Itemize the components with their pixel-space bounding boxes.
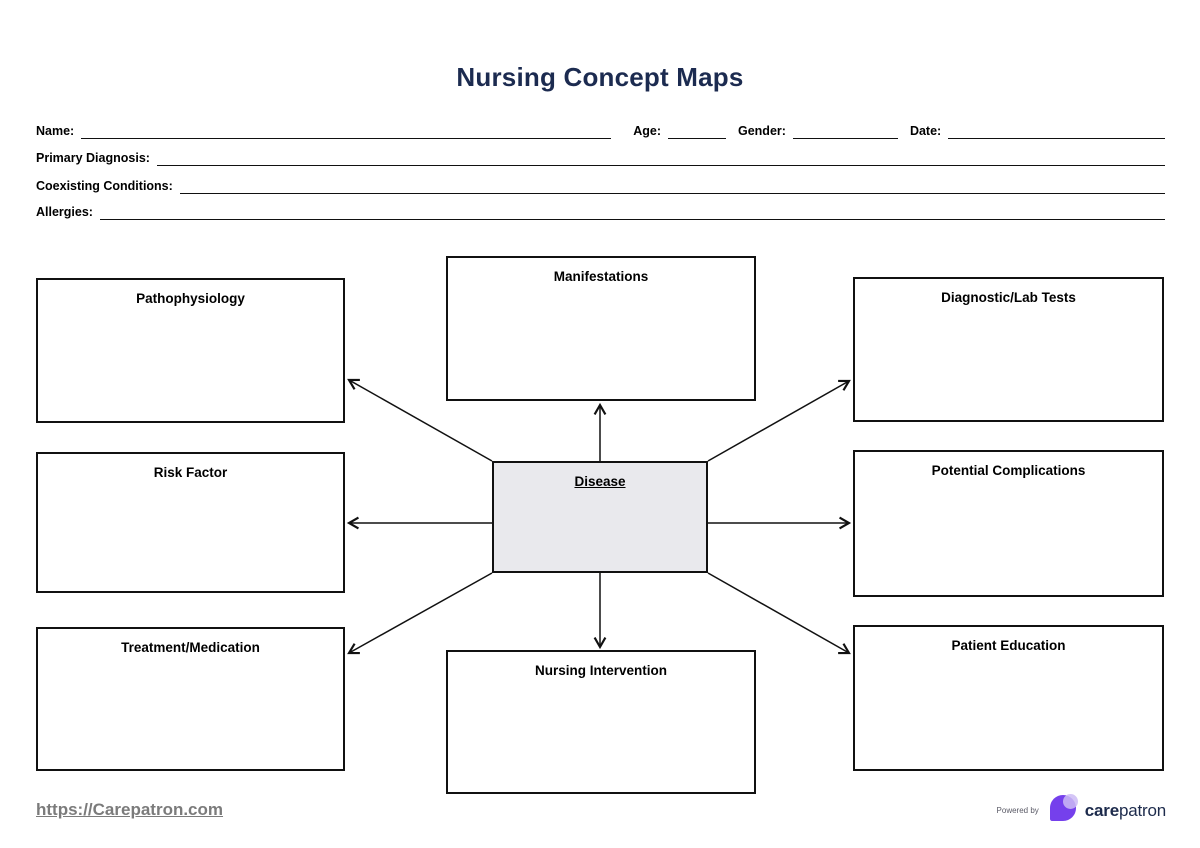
primary-diagnosis-label: Primary Diagnosis: [36,151,150,165]
primary-diagnosis-field[interactable] [156,150,1165,166]
brand-patron: patron [1118,800,1166,820]
form-row-coexisting-conditions: Coexisting Conditions: [36,176,1165,194]
node-treatment-medication-label: Treatment/Medication [121,640,260,655]
form-row-allergies: Allergies: [36,202,1165,220]
gender-field[interactable] [792,123,898,139]
node-manifestations[interactable]: Manifestations [446,256,756,401]
node-nursing-intervention-label: Nursing Intervention [534,663,667,678]
carepatron-link[interactable]: https://Carepatron.com [36,800,224,819]
form-row-identity: Name: Age: Gender: Date: [36,121,1165,139]
node-pathophysiology-label: Pathophysiology [136,291,245,306]
node-treatment-medication[interactable]: Treatment/Medication [36,627,345,771]
name-field[interactable] [81,123,612,139]
page-title: Nursing Concept Maps [456,62,744,92]
age-label: Age: [633,124,661,138]
node-pathophysiology[interactable]: Pathophysiology [36,278,345,423]
node-disease-center[interactable]: Disease [492,461,708,573]
date-label: Date: [909,124,942,138]
node-disease-label: Disease [574,474,626,489]
node-risk-factor[interactable]: Risk Factor [36,452,345,593]
node-diagnostic-lab-tests[interactable]: Diagnostic/Lab Tests [853,277,1164,422]
node-potential-complications-label: Potential Complications [931,463,1086,478]
name-label: Name: [36,124,75,138]
date-field[interactable] [948,123,1165,139]
carepatron-wordmark: carepatron [1085,801,1166,821]
powered-by-brand: Powered by carepatron [997,793,1166,828]
carepatron-logo-icon [1047,793,1079,828]
form-row-primary-diagnosis: Primary Diagnosis: [36,148,1165,166]
node-patient-education-label: Patient Education [951,638,1066,653]
node-potential-complications[interactable]: Potential Complications [853,450,1164,597]
age-field[interactable] [668,123,726,139]
brand-care: care [1084,800,1119,820]
powered-by-label: Powered by [996,806,1039,815]
gender-label: Gender: [738,124,786,138]
allergies-label: Allergies: [36,205,93,219]
node-manifestations-label: Manifestations [553,269,649,284]
node-diagnostic-lab-tests-label: Diagnostic/Lab Tests [941,290,1076,305]
coexisting-conditions-field[interactable] [179,178,1165,194]
node-patient-education[interactable]: Patient Education [853,625,1164,771]
allergies-field[interactable] [99,204,1165,220]
node-nursing-intervention[interactable]: Nursing Intervention [446,650,756,794]
node-risk-factor-label: Risk Factor [153,465,228,480]
coexisting-conditions-label: Coexisting Conditions: [36,179,173,193]
